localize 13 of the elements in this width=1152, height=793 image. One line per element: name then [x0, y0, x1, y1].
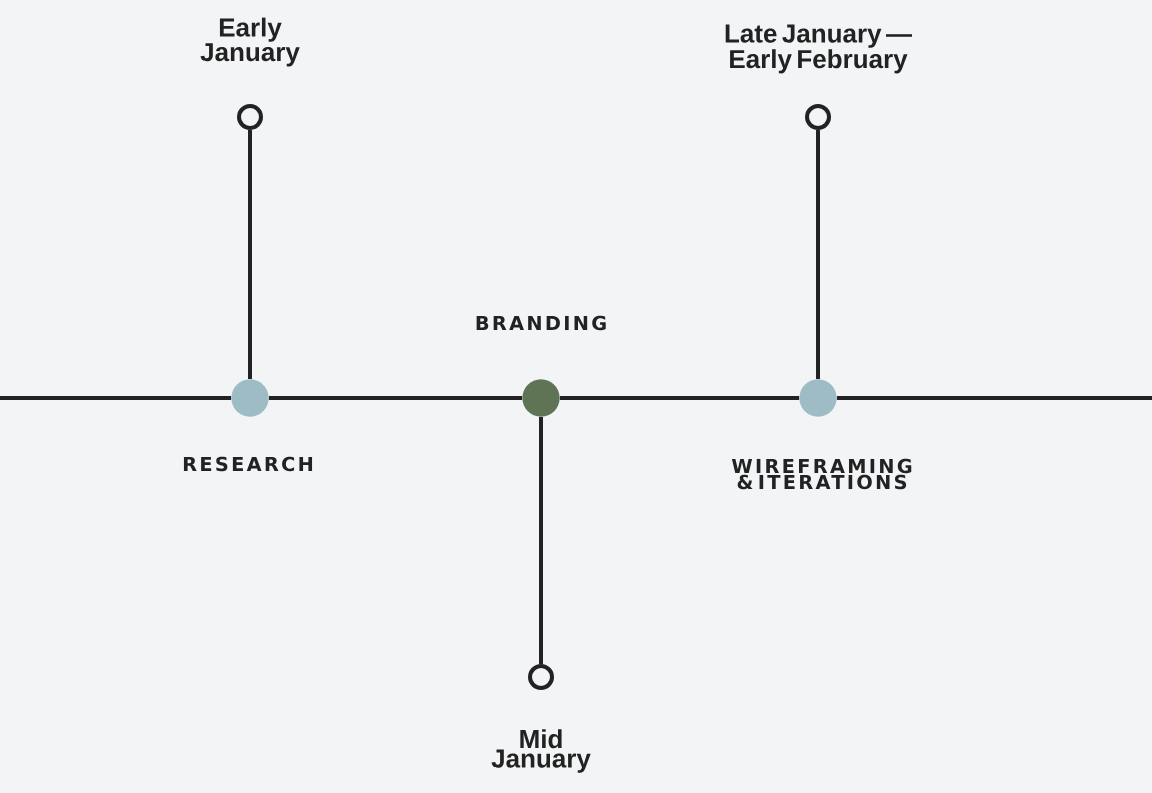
connector-line — [248, 130, 252, 380]
connector-line — [539, 416, 543, 664]
connector-line — [268, 396, 523, 400]
phase-label: WIREFRAMING & ITERATIONS — [731, 458, 912, 490]
connector-line — [816, 130, 820, 380]
date-label: Mid January — [491, 729, 591, 773]
phase-label: RESEARCH — [183, 456, 313, 472]
connector-line — [836, 396, 1152, 400]
connector-line — [0, 396, 232, 400]
date-label: Late January — Early February — [725, 24, 912, 74]
date-label: Early January — [200, 17, 300, 67]
connector-line — [559, 396, 800, 400]
phase-label: BRANDING — [476, 315, 606, 331]
